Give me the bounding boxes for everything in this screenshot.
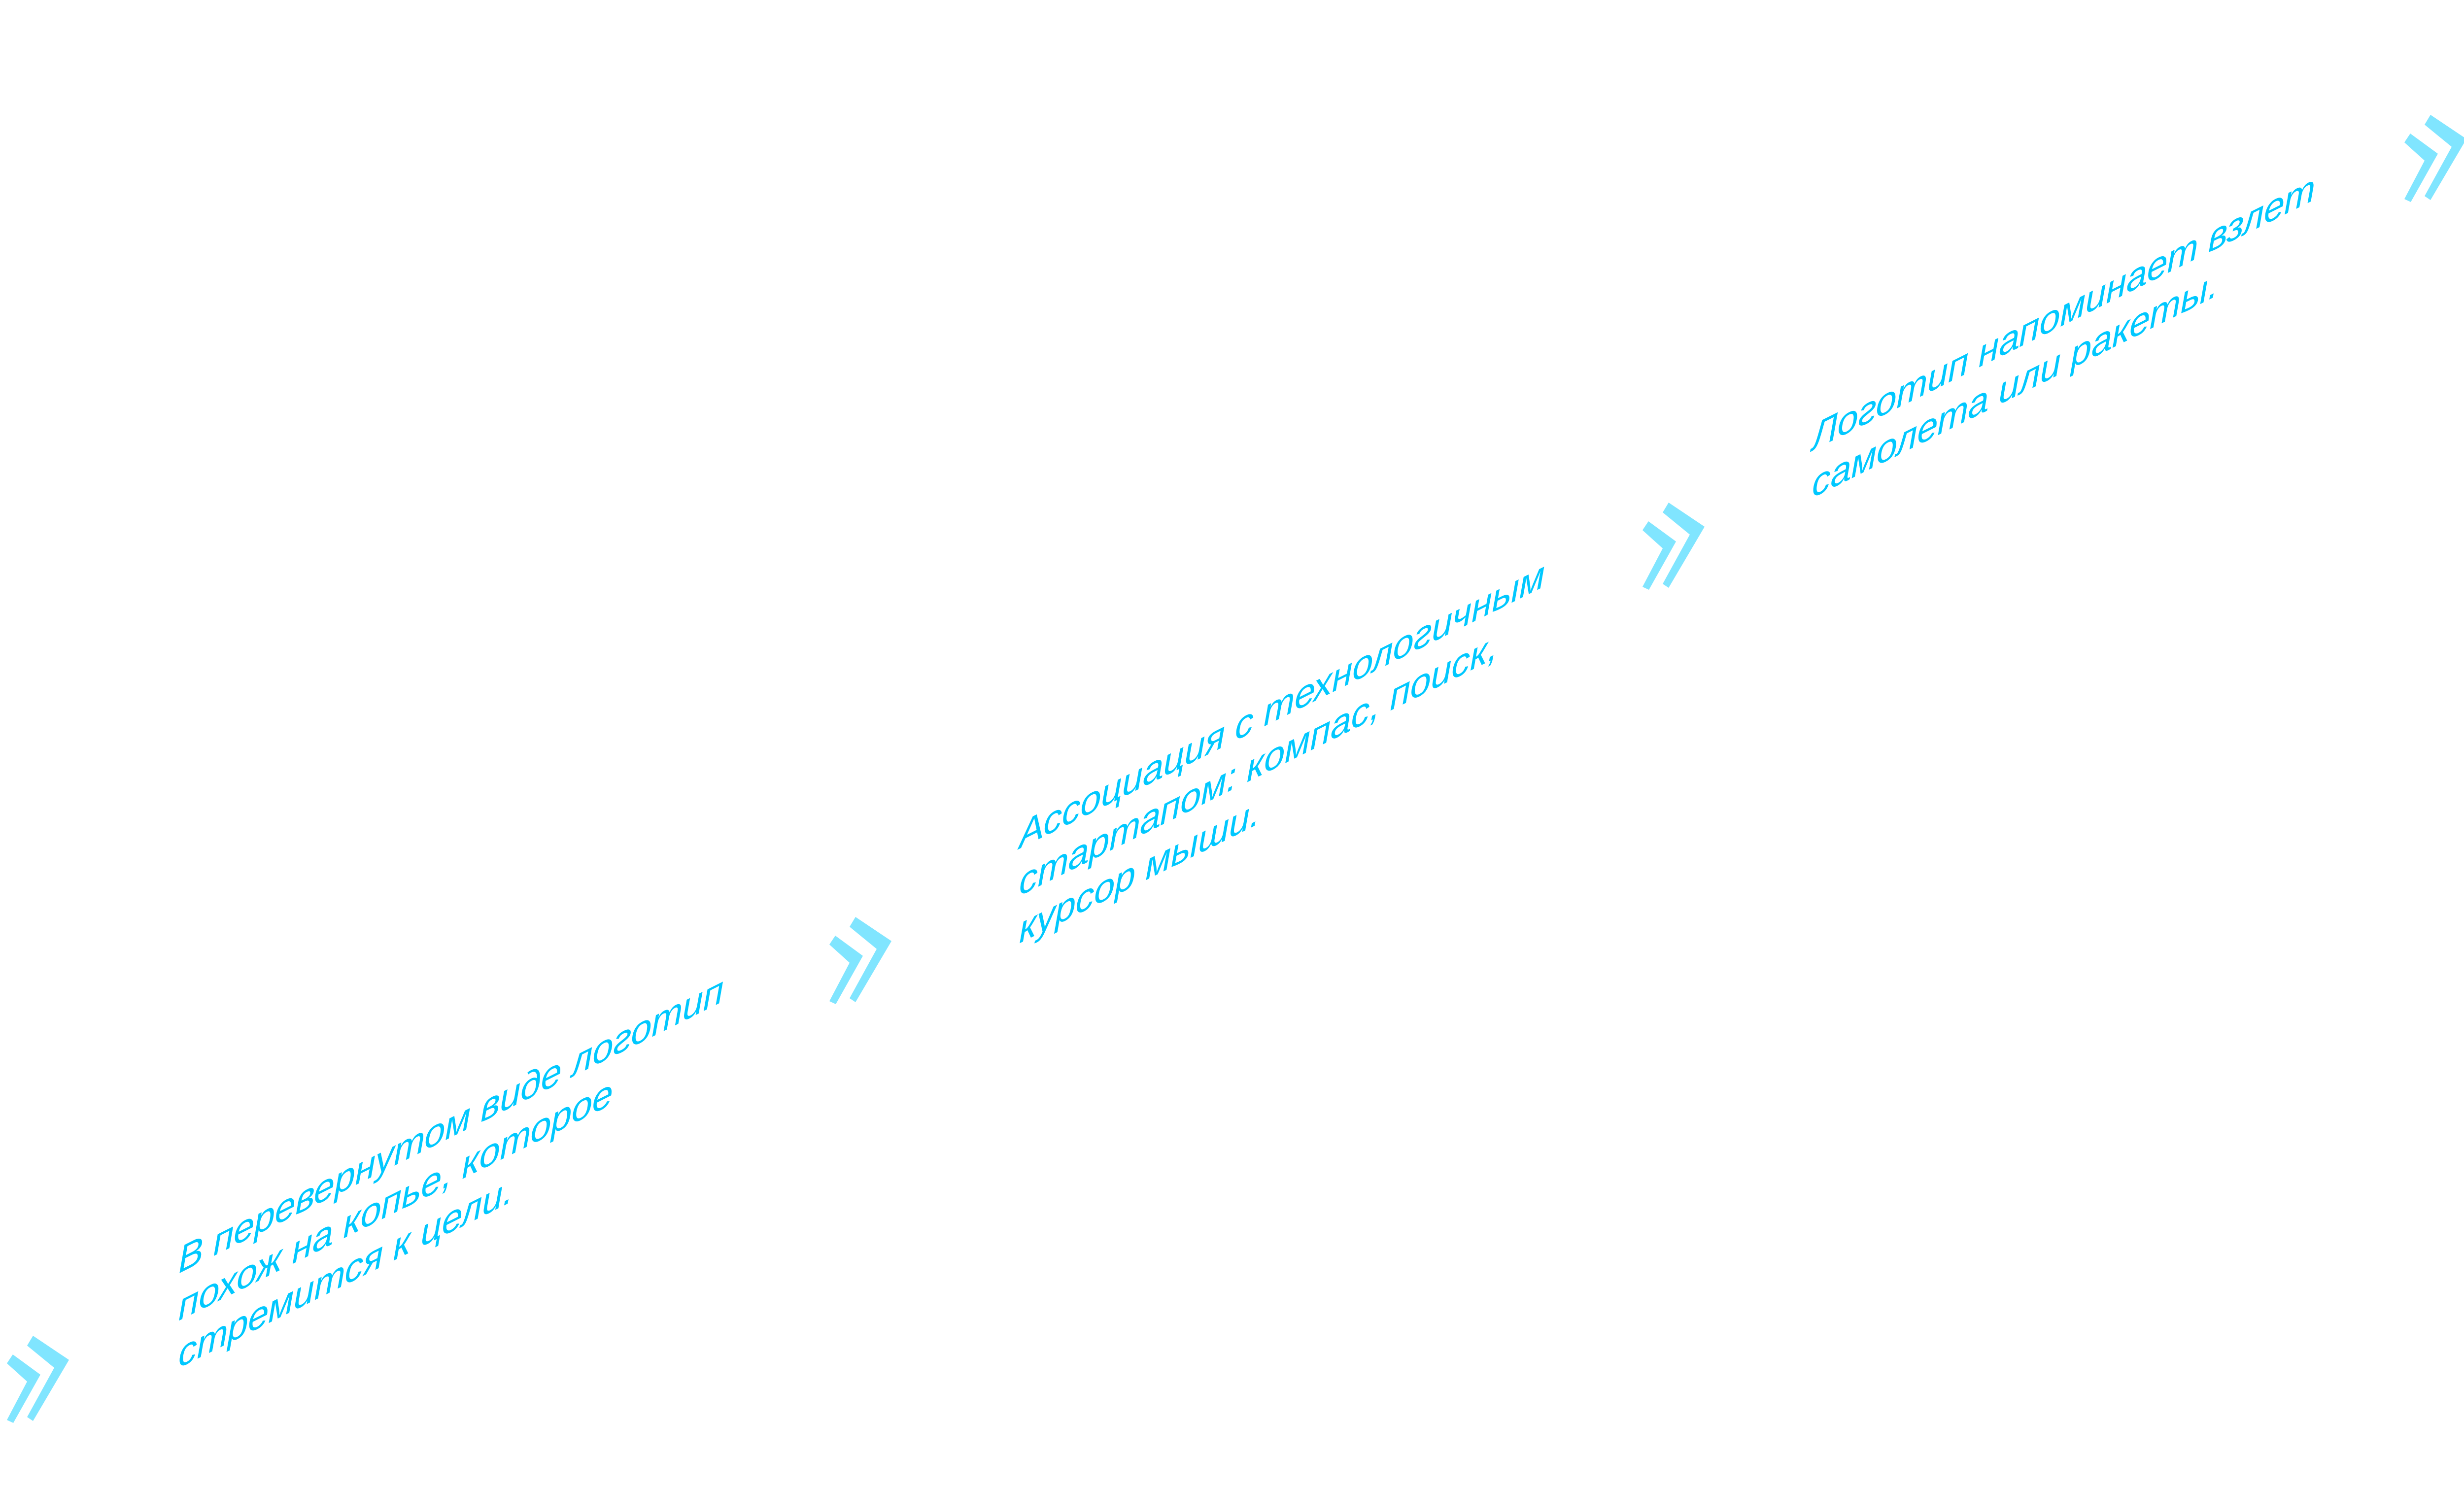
double-chevron-right-icon xyxy=(2404,114,2464,204)
chevron-back-shape xyxy=(1643,521,1676,590)
caption-takeoff: Логотип напоминает взлет самолета или ра… xyxy=(1812,164,2315,509)
chevron-front-shape xyxy=(27,1336,69,1421)
chevron-back-shape xyxy=(829,936,863,1004)
caption-tech-startup: Ассоциация с технологичным стартапом: ко… xyxy=(1019,550,1544,955)
caption-line: самолета или ракеты. xyxy=(1812,262,2218,507)
chevron-back-shape xyxy=(2404,134,2438,202)
double-chevron-right-icon-graphic xyxy=(2404,115,2464,202)
double-chevron-right-icon-graphic xyxy=(7,1336,69,1423)
chevron-back-shape xyxy=(7,1354,40,1423)
chevron-front-shape xyxy=(1663,503,1705,588)
double-chevron-right-icon xyxy=(829,916,893,1006)
caption-line: стартапом: компас, поиск, xyxy=(1019,623,1498,905)
double-chevron-right-icon xyxy=(1642,502,1706,592)
caption-spear: В перевернутом виде логотип похож на коп… xyxy=(178,965,723,1380)
caption-line: похож на копье, которое xyxy=(178,1070,613,1329)
double-chevron-right-icon-graphic xyxy=(1643,503,1705,590)
caption-line: Логотип напоминает взлет xyxy=(1812,166,2315,460)
chevron-front-shape xyxy=(850,917,891,1002)
double-chevron-right-icon-graphic xyxy=(829,917,891,1004)
chevron-front-shape xyxy=(2425,115,2464,200)
double-chevron-right-icon xyxy=(6,1335,70,1425)
